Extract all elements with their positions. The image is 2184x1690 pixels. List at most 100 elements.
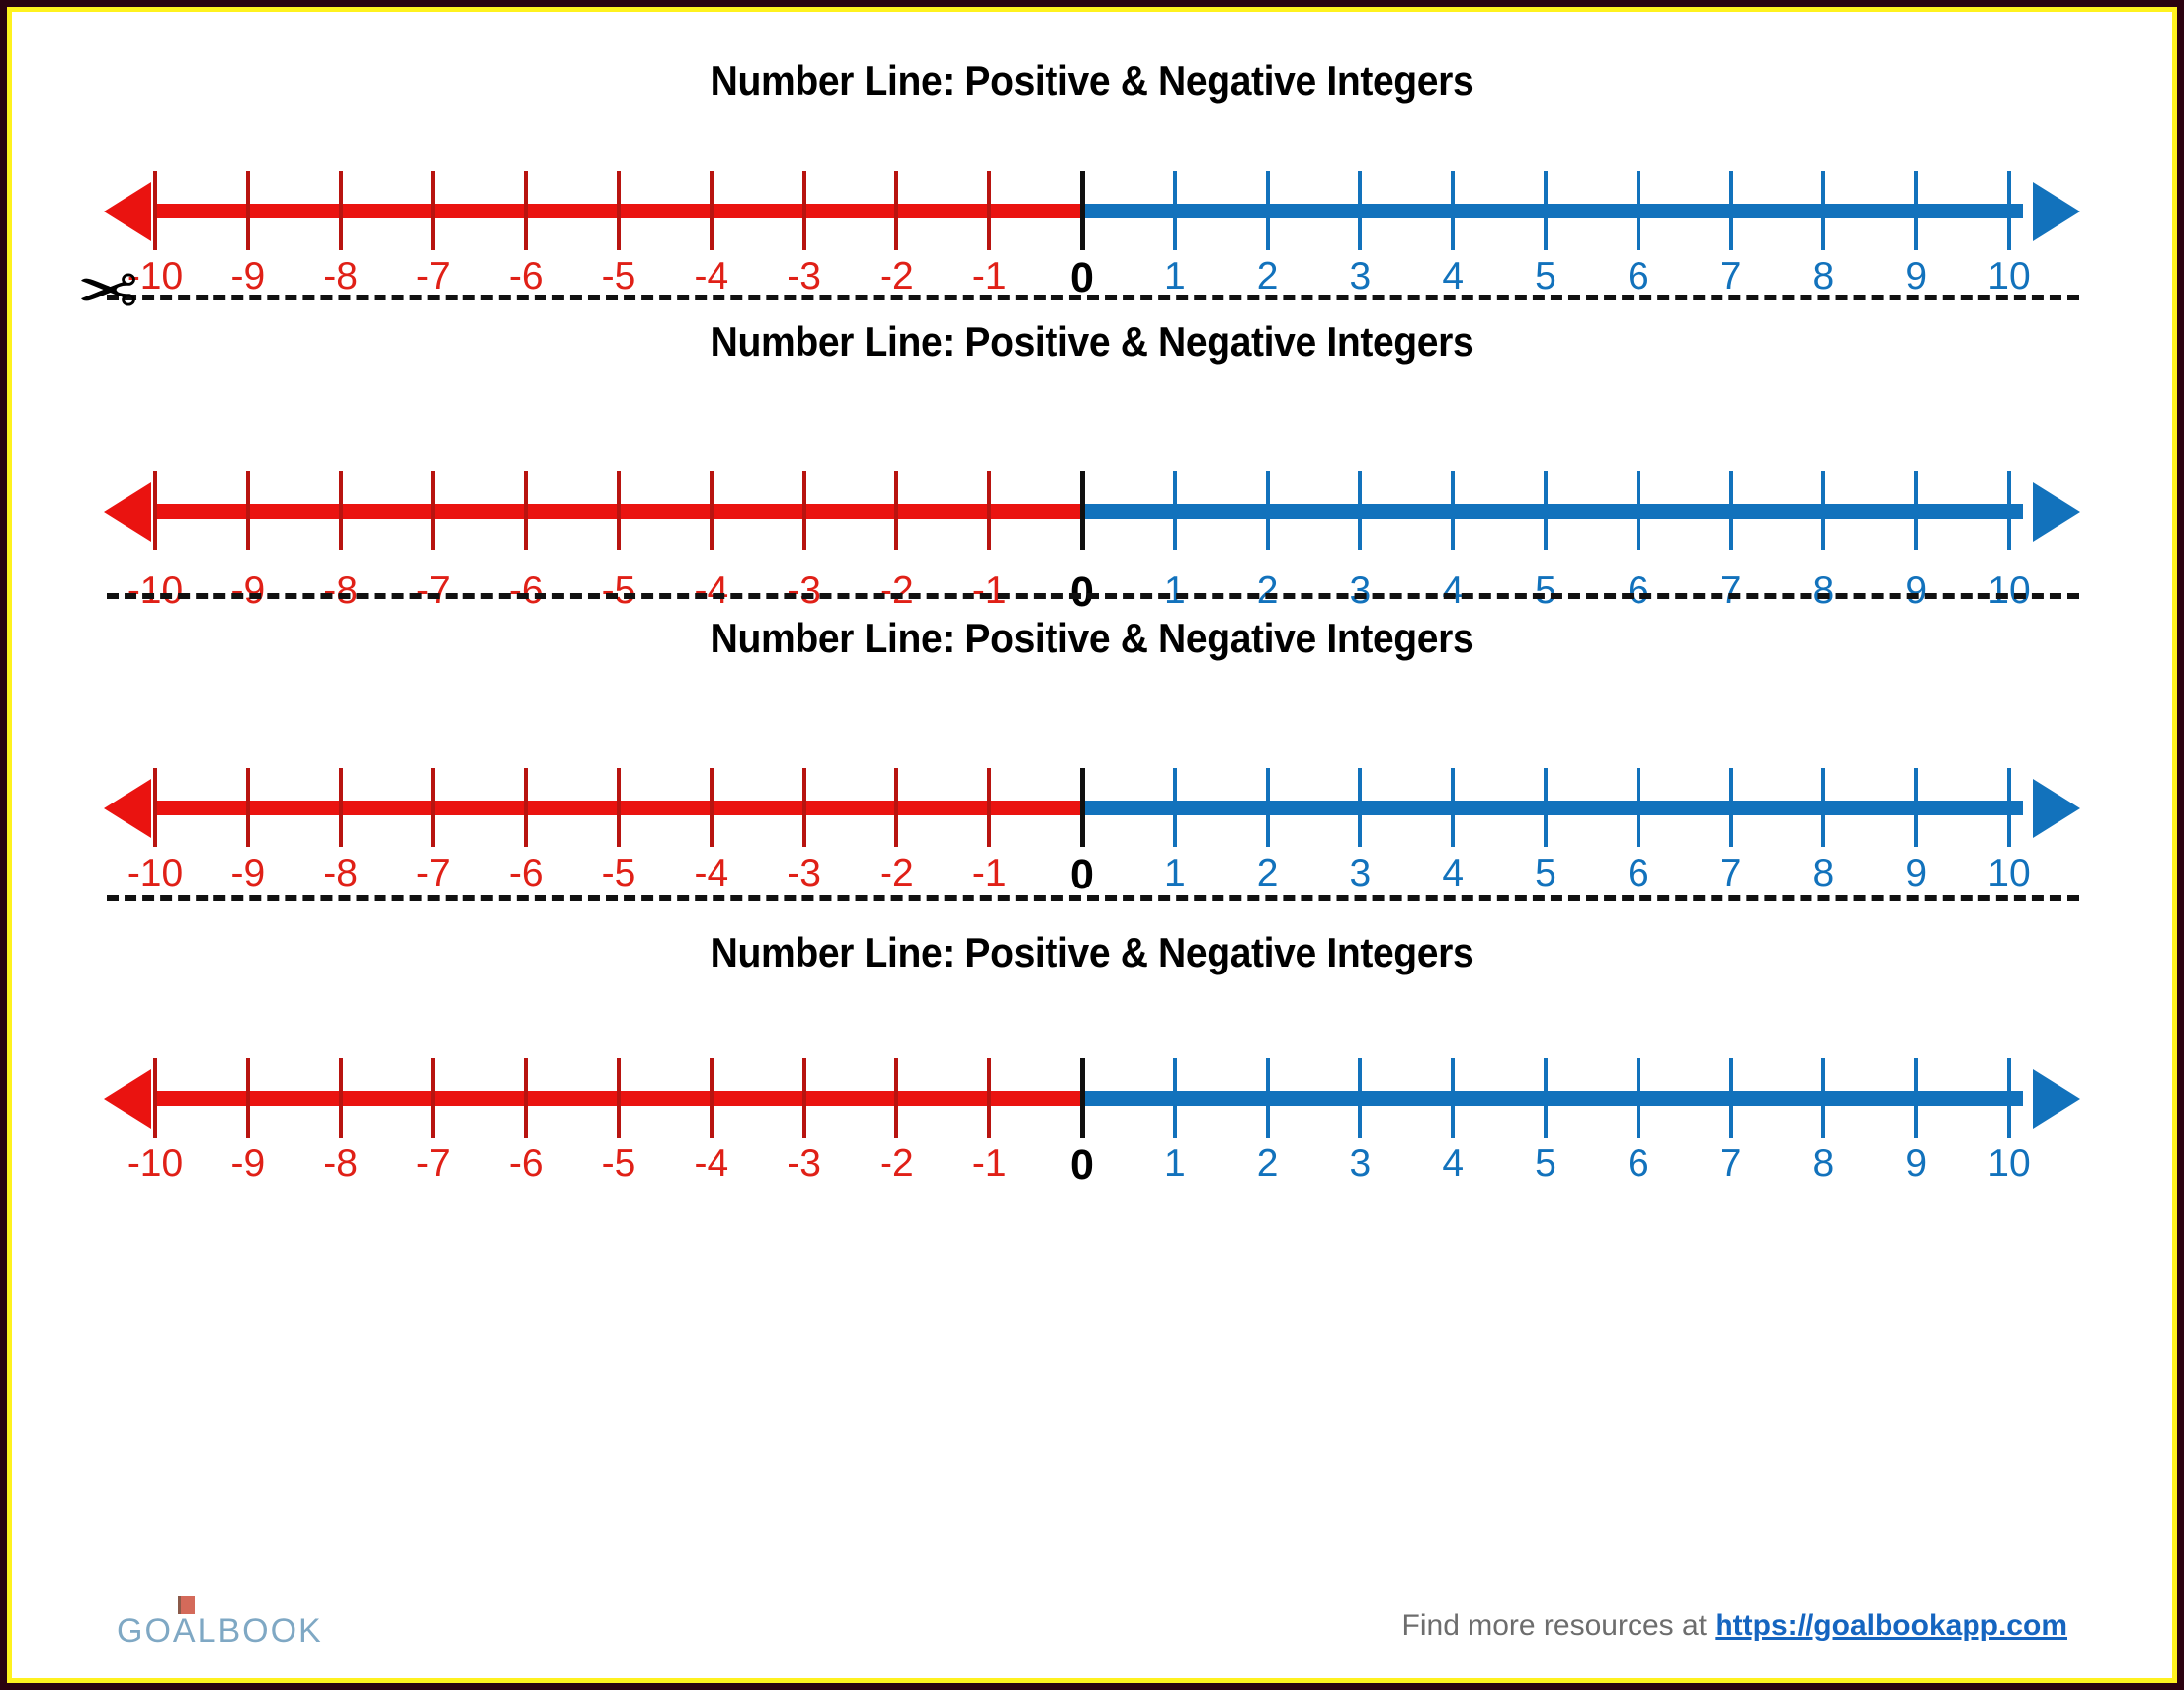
tick-label--6: -6 bbox=[508, 255, 544, 297]
tick--4 bbox=[709, 768, 714, 847]
tick-label-0: 0 bbox=[1070, 1141, 1094, 1189]
tick--8 bbox=[338, 1058, 343, 1138]
tick-label--10: -10 bbox=[126, 255, 184, 297]
tick-label-9: 9 bbox=[1905, 852, 1928, 894]
tick-label--8: -8 bbox=[323, 255, 358, 297]
tick-0 bbox=[1080, 171, 1085, 250]
tick-label-7: 7 bbox=[1720, 1142, 1742, 1185]
tick-label-4: 4 bbox=[1442, 255, 1465, 297]
tick-label--5: -5 bbox=[601, 569, 636, 612]
tick-2 bbox=[1265, 171, 1270, 250]
tick-label-1: 1 bbox=[1163, 255, 1186, 297]
tick-2 bbox=[1265, 471, 1270, 550]
tick-label-3: 3 bbox=[1349, 1142, 1372, 1185]
arrow-left-icon bbox=[104, 182, 151, 241]
tick--3 bbox=[801, 471, 806, 550]
tick-label-9: 9 bbox=[1905, 569, 1928, 612]
tick-2 bbox=[1265, 768, 1270, 847]
tick-1 bbox=[1172, 471, 1177, 550]
tick--1 bbox=[987, 1058, 992, 1138]
tick-label--2: -2 bbox=[880, 1142, 914, 1185]
tick-label--4: -4 bbox=[694, 569, 729, 612]
tick-label--7: -7 bbox=[416, 569, 451, 612]
tick-5 bbox=[1544, 171, 1548, 250]
number-line-positive-shaft bbox=[1082, 1091, 2023, 1106]
tick--8 bbox=[338, 768, 343, 847]
tick-label-10: 10 bbox=[1987, 1142, 2031, 1185]
goalbook-url-link[interactable]: https://goalbookapp.com bbox=[1715, 1609, 2067, 1642]
tick-10 bbox=[2007, 768, 2011, 847]
tick-label-6: 6 bbox=[1627, 569, 1649, 612]
tick-label--4: -4 bbox=[694, 255, 729, 297]
tick-label-3: 3 bbox=[1349, 255, 1372, 297]
tick-label-5: 5 bbox=[1535, 569, 1556, 612]
tick--1 bbox=[987, 471, 992, 550]
tick--2 bbox=[894, 471, 899, 550]
tick--4 bbox=[709, 1058, 714, 1138]
tick-label-2: 2 bbox=[1256, 569, 1279, 612]
tick--10 bbox=[153, 1058, 157, 1138]
tick--5 bbox=[617, 171, 621, 250]
tick-3 bbox=[1358, 471, 1363, 550]
tick--10 bbox=[153, 768, 157, 847]
tick-label--4: -4 bbox=[694, 1142, 729, 1185]
tick--9 bbox=[245, 768, 250, 847]
number-line-positive-shaft bbox=[1082, 801, 2023, 815]
tick--10 bbox=[153, 171, 157, 250]
tick-label-4: 4 bbox=[1442, 852, 1465, 894]
flag-icon bbox=[178, 1596, 195, 1614]
page-title-4: Number Line: Positive & Negative Integer… bbox=[710, 929, 1474, 975]
tick-label-8: 8 bbox=[1812, 255, 1835, 297]
tick--3 bbox=[801, 171, 806, 250]
tick--6 bbox=[524, 1058, 529, 1138]
tick-label-8: 8 bbox=[1812, 1142, 1835, 1185]
tick-label-5: 5 bbox=[1535, 1142, 1556, 1185]
tick-label--7: -7 bbox=[416, 255, 451, 297]
tick-10 bbox=[2007, 471, 2011, 550]
tick-4 bbox=[1451, 171, 1456, 250]
tick-0 bbox=[1080, 768, 1085, 847]
tick-4 bbox=[1451, 768, 1456, 847]
footer-note: Find more resources at https://goalbooka… bbox=[1402, 1609, 2067, 1643]
tick-label-3: 3 bbox=[1349, 852, 1372, 894]
cut-line-2 bbox=[107, 593, 2079, 599]
tick-label--3: -3 bbox=[787, 255, 821, 297]
tick-label-0: 0 bbox=[1070, 568, 1094, 616]
tick-label-8: 8 bbox=[1812, 569, 1835, 612]
goalbook-logo-text: GOALBOOK bbox=[117, 1612, 323, 1649]
tick-7 bbox=[1728, 768, 1733, 847]
tick--10 bbox=[153, 471, 157, 550]
tick-7 bbox=[1728, 171, 1733, 250]
tick--5 bbox=[617, 471, 621, 550]
tick-label--6: -6 bbox=[508, 852, 544, 894]
tick--7 bbox=[431, 171, 436, 250]
tick-label-1: 1 bbox=[1163, 569, 1186, 612]
arrow-right-icon bbox=[2033, 1069, 2080, 1129]
tick-3 bbox=[1358, 1058, 1363, 1138]
tick-label-10: 10 bbox=[1987, 255, 2031, 297]
tick--2 bbox=[894, 768, 899, 847]
tick-label-3: 3 bbox=[1349, 569, 1372, 612]
tick-label--10: -10 bbox=[126, 852, 184, 894]
tick--4 bbox=[709, 171, 714, 250]
tick-label-9: 9 bbox=[1905, 1142, 1928, 1185]
tick-label-4: 4 bbox=[1442, 569, 1465, 612]
page-title-1: Number Line: Positive & Negative Integer… bbox=[710, 57, 1474, 104]
tick--3 bbox=[801, 768, 806, 847]
tick-3 bbox=[1358, 171, 1363, 250]
tick--1 bbox=[987, 768, 992, 847]
tick-label--6: -6 bbox=[508, 1142, 544, 1185]
tick-9 bbox=[1914, 471, 1919, 550]
tick--7 bbox=[431, 768, 436, 847]
tick-label--2: -2 bbox=[880, 852, 914, 894]
tick--4 bbox=[709, 471, 714, 550]
tick-2 bbox=[1265, 1058, 1270, 1138]
tick-label--1: -1 bbox=[971, 852, 1007, 894]
tick-label-6: 6 bbox=[1627, 852, 1649, 894]
tick-8 bbox=[1821, 171, 1826, 250]
tick-label--4: -4 bbox=[694, 852, 729, 894]
tick-1 bbox=[1172, 171, 1177, 250]
tick-label--10: -10 bbox=[126, 1142, 184, 1185]
